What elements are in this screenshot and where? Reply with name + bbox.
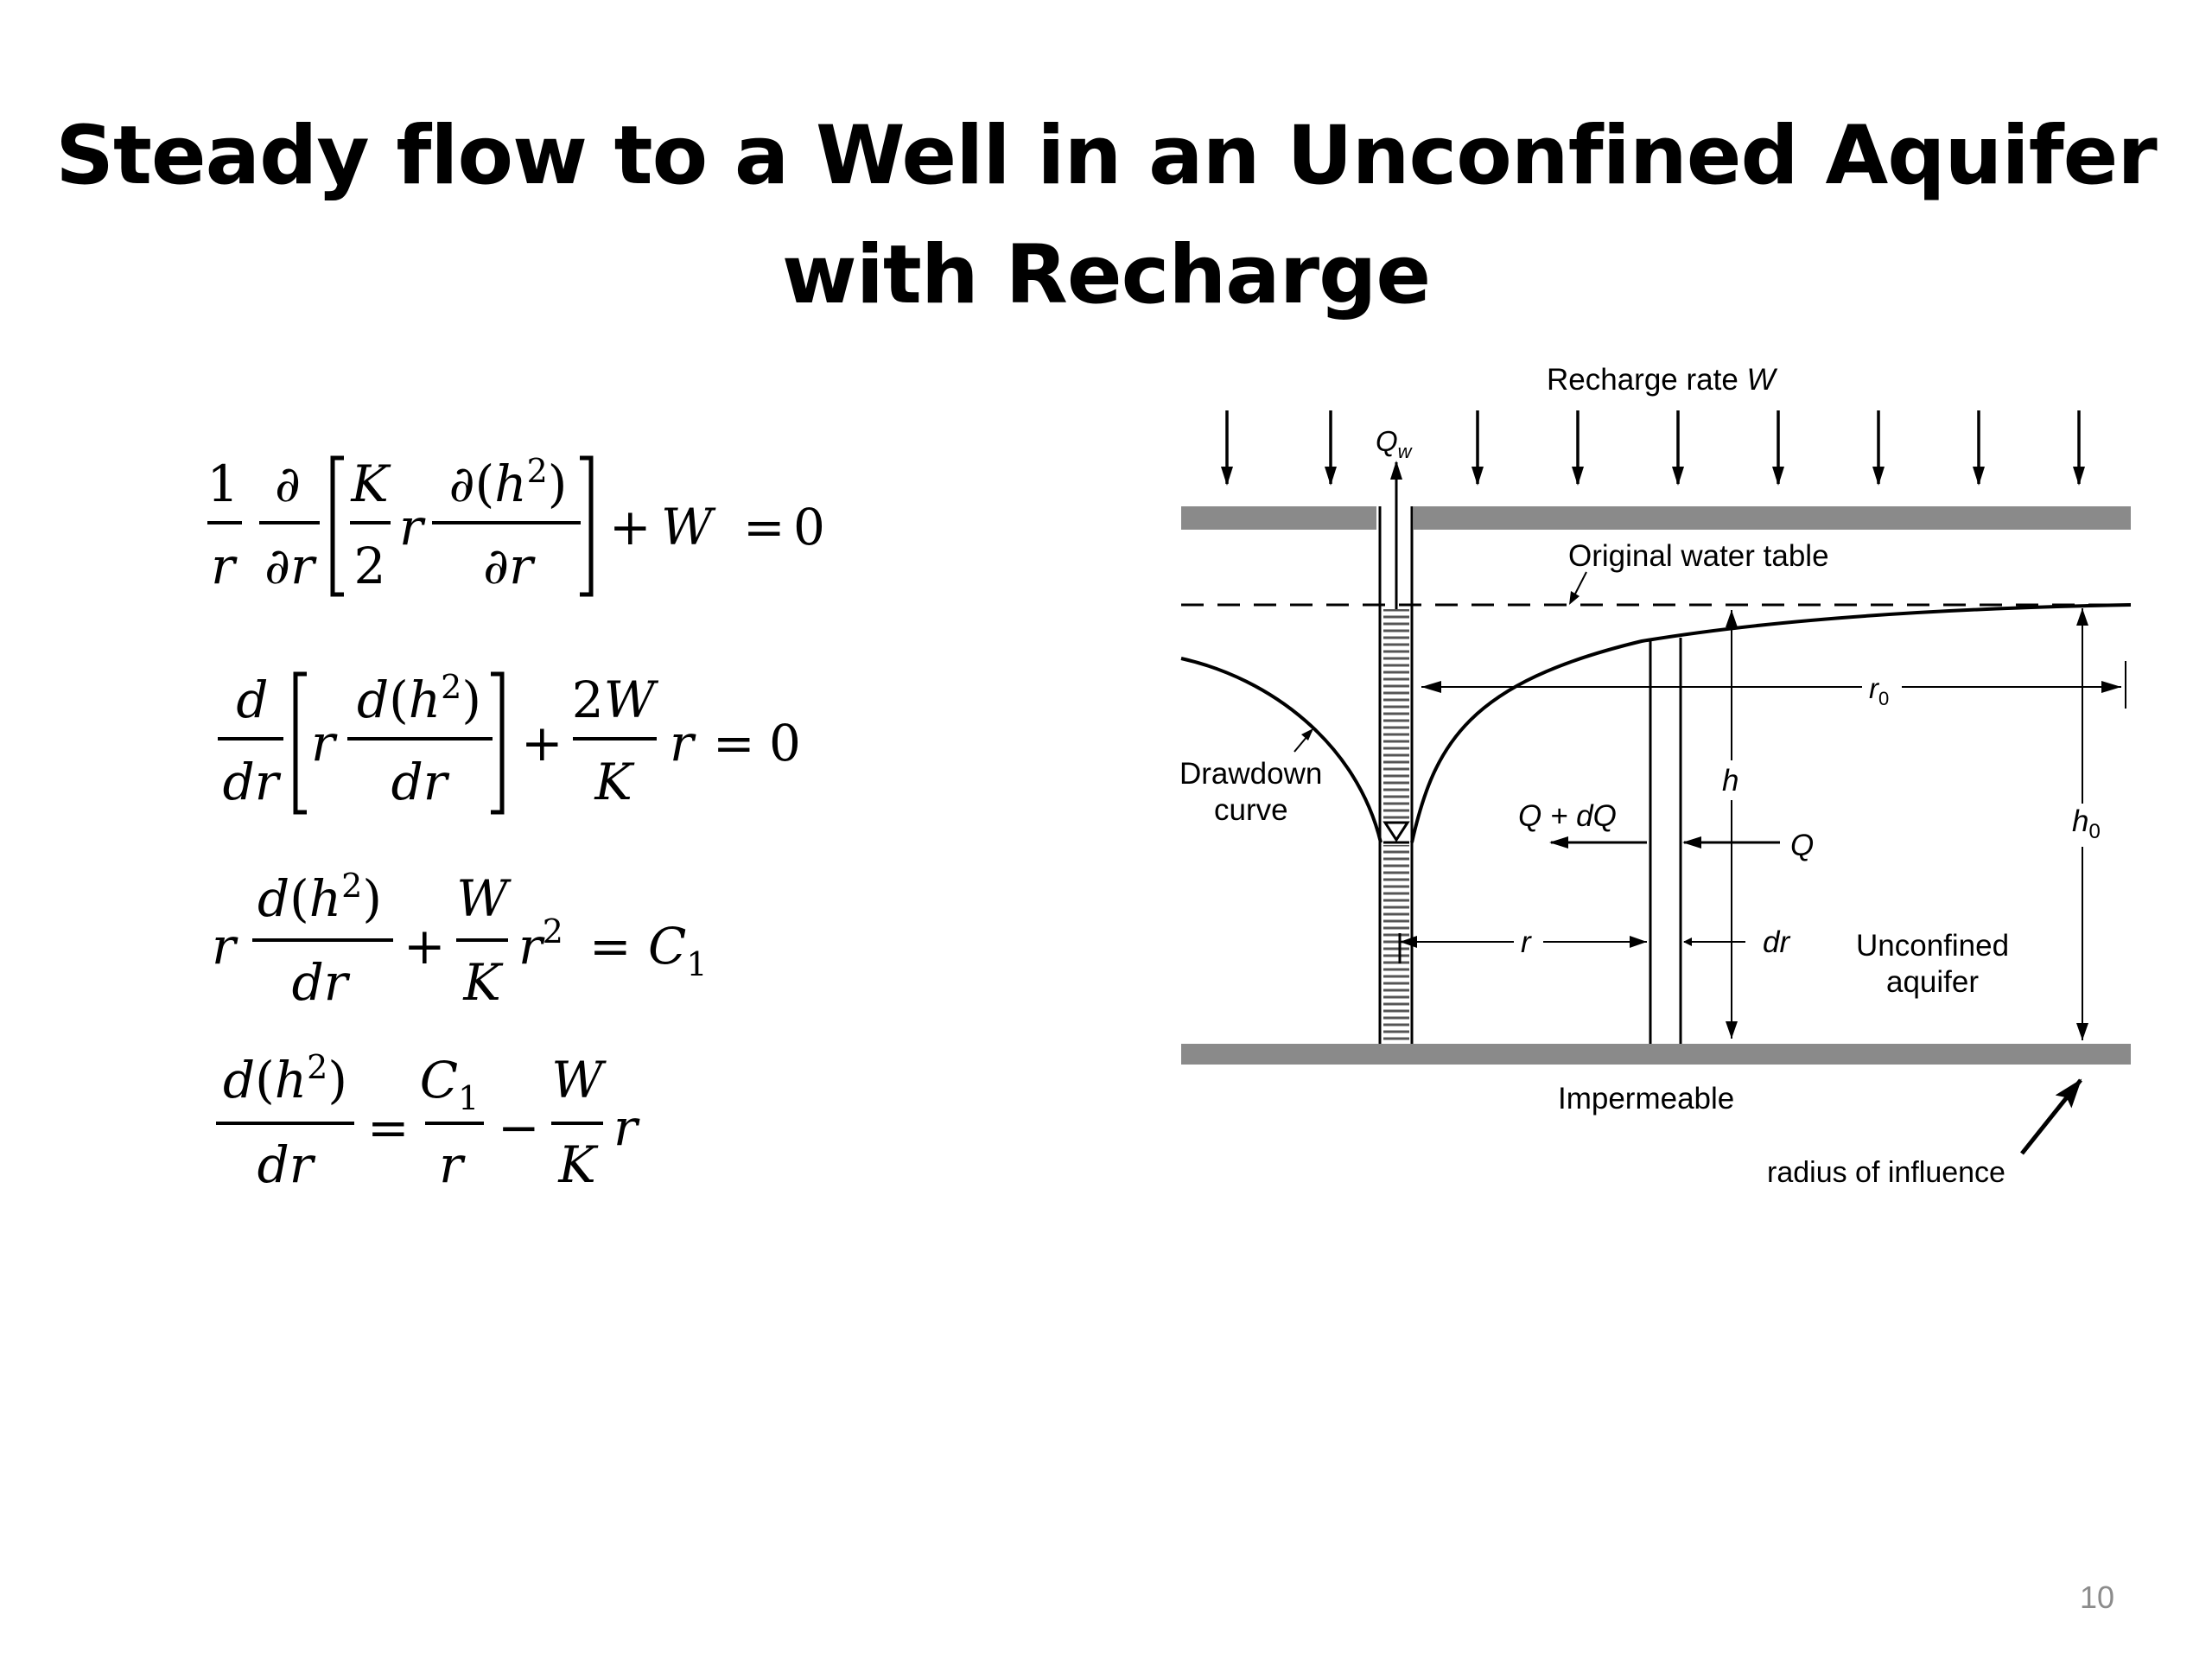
svg-text:=: = [589, 917, 632, 976]
svg-text:r: r [670, 714, 696, 772]
r-label: r [1521, 925, 1532, 959]
svg-text:−: − [498, 1098, 540, 1157]
svg-text:r: r [613, 1098, 640, 1157]
well [1378, 461, 1414, 1044]
svg-text:K: K [350, 454, 391, 513]
impermeable-label: Impermeable [1558, 1082, 1734, 1116]
slide-title: Steady flow to a Well in an Unconfined A… [0, 97, 2212, 335]
svg-text:2: 2 [354, 537, 386, 595]
svg-text:K: K [557, 1135, 599, 1194]
recharge-rate-label: Recharge rate W [1547, 363, 1778, 397]
r0-label: r0 [1869, 672, 1889, 709]
svg-text:1: 1 [207, 454, 239, 513]
water-level-triangle [1382, 821, 1410, 842]
svg-text:0: 0 [769, 714, 801, 772]
svg-text:W: W [661, 498, 716, 556]
svg-text:d(h2): d(h2) [257, 867, 382, 928]
svg-text:dr: dr [257, 1135, 316, 1194]
svg-text:dr: dr [223, 753, 282, 811]
svg-text:r: r [439, 1135, 466, 1194]
drawdown-curve-label-line2: curve [1214, 793, 1288, 827]
slide-number: 10 [2079, 1580, 2114, 1615]
drawdown-curve-right [1410, 603, 2132, 843]
q-label: Q [1790, 829, 1814, 862]
svg-text:d: d [236, 671, 268, 729]
dr-label: dr [1763, 925, 1790, 959]
original-water-table-label: Original water table [1568, 539, 1829, 573]
svg-text:K: K [462, 953, 504, 1012]
svg-text:+: + [404, 917, 446, 976]
title-line-2: with Recharge [781, 228, 1431, 322]
svg-text:W: W [551, 1051, 607, 1109]
unconfined-aquifer-label-line1: Unconfined [1856, 929, 2009, 963]
svg-text:=: = [743, 498, 785, 556]
svg-text:2W: 2W [572, 671, 659, 729]
svg-text:r: r [212, 917, 238, 976]
svg-text:r: r [211, 537, 238, 595]
svg-text:=: = [713, 714, 755, 772]
equation-1: 1 r ∂ ∂r K 2 r ∂(h2) ∂r + W = 0 [207, 452, 825, 597]
svg-text:K: K [594, 753, 635, 811]
svg-text:=: = [367, 1098, 410, 1157]
radius-of-influence-label: radius of influence [1767, 1156, 2005, 1189]
q-plus-dq-label: Q + dQ [1518, 799, 1617, 833]
radius-of-influence-arrow [2020, 1078, 2082, 1155]
svg-text:∂: ∂ [275, 454, 301, 513]
h0-label: h0 [2072, 804, 2101, 843]
svg-text:0: 0 [793, 498, 825, 556]
title-line-1: Steady flow to a Well in an Unconfined A… [55, 109, 2157, 203]
drawdown-curve-label-line1: Drawdown [1179, 757, 1322, 791]
svg-text:r2: r2 [518, 912, 563, 976]
svg-text:dr: dr [292, 953, 351, 1012]
svg-text:C1: C1 [420, 1051, 480, 1117]
svg-text:∂r: ∂r [483, 537, 536, 595]
ground-surface-left [1181, 506, 1376, 530]
svg-text:∂r: ∂r [264, 537, 317, 595]
drawdown-curve-left [1180, 657, 1382, 843]
h-label: h [1722, 764, 1738, 798]
svg-text:+: + [609, 498, 652, 556]
ground-surface-right [1414, 506, 2131, 530]
well-discharge-label: Qw [1376, 425, 1414, 462]
svg-text:∂(h2): ∂(h2) [449, 452, 568, 513]
recharge-arrows [1221, 410, 2085, 486]
svg-text:d(h2): d(h2) [223, 1048, 347, 1109]
unconfined-aquifer-label-line2: aquifer [1886, 965, 1979, 999]
svg-text:W: W [456, 869, 512, 928]
svg-text:r: r [399, 498, 426, 556]
equation-4: d(h2) dr = C1 r − W K r [216, 1048, 640, 1194]
svg-text:+: + [521, 714, 563, 772]
equations: 1 r ∂ ∂r K 2 r ∂(h2) ∂r + W = 0 [207, 452, 825, 1194]
impermeable-layer [1181, 1044, 2131, 1065]
equation-2: d dr r d(h2) dr + 2W K r = 0 [218, 668, 801, 815]
svg-text:r: r [311, 714, 338, 772]
svg-text:dr: dr [391, 753, 450, 811]
equation-3: r d(h2) dr + W K r2 = C1 [212, 867, 708, 1012]
